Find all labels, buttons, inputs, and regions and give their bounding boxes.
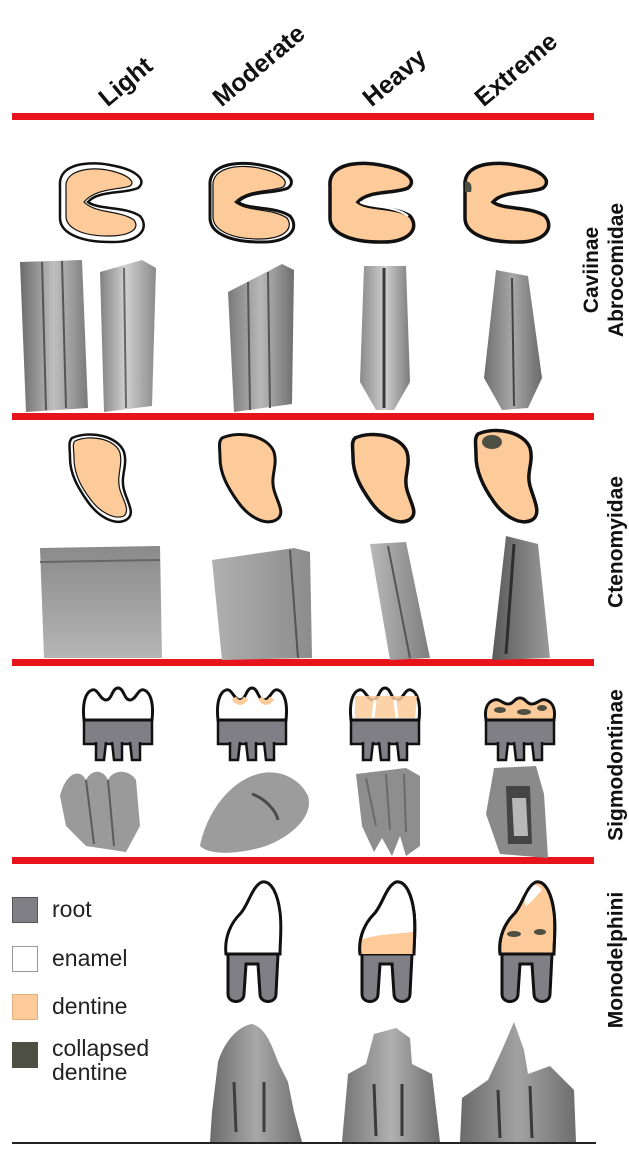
ctenomyidae-tooth-extreme bbox=[468, 426, 548, 526]
row-label-ctenomyidae: Ctenomyidae bbox=[604, 476, 629, 608]
separator-caviinae-ctenomyidae bbox=[12, 413, 594, 420]
monodelphini-tooth-moderate bbox=[218, 878, 290, 1008]
sigmodontinae-tooth-light bbox=[78, 684, 158, 764]
monodelphini-photo-extreme bbox=[458, 1020, 578, 1142]
monodelphini-photo-moderate bbox=[208, 1022, 304, 1142]
sigmodontinae-photo-light bbox=[56, 766, 156, 852]
separator-ctenomyidae-sigmodontinae bbox=[12, 659, 594, 666]
bottom-rule bbox=[12, 1142, 596, 1144]
caviinae-photo-heavy bbox=[350, 262, 420, 414]
sigmodontinae-tooth-moderate bbox=[212, 684, 292, 764]
legend-label-collapsed-dentine: collapsed dentine bbox=[52, 1036, 149, 1084]
column-header-heavy: Heavy bbox=[357, 43, 432, 113]
legend-label-enamel: enamel bbox=[52, 946, 127, 970]
legend-collapsed-dentine: collapsed dentine bbox=[12, 1036, 149, 1084]
sigmodontinae-tooth-extreme bbox=[480, 684, 560, 764]
sigmodontinae-tooth-heavy bbox=[345, 684, 425, 764]
caviinae-photo-light-b bbox=[92, 258, 160, 414]
ctenomyidae-tooth-moderate bbox=[212, 430, 292, 526]
ctenomyidae-photo-heavy bbox=[350, 540, 442, 660]
caviinae-photo-moderate bbox=[222, 262, 300, 414]
ctenomyidae-photo-extreme bbox=[480, 534, 560, 660]
legend-label-root: root bbox=[52, 897, 92, 921]
legend-label-collapsed: collapsed bbox=[52, 1036, 149, 1060]
ctenomyidae-tooth-heavy bbox=[345, 430, 425, 526]
legend-swatch-enamel bbox=[12, 946, 38, 972]
column-header-moderate: Moderate bbox=[207, 19, 311, 113]
ctenomyidae-photo-moderate bbox=[206, 546, 316, 660]
ctenomyidae-photo-light bbox=[36, 542, 166, 660]
sigmodontinae-photo-moderate bbox=[196, 766, 316, 856]
legend-swatch-collapsed-dentine bbox=[12, 1042, 38, 1068]
caviinae-tooth-light bbox=[50, 158, 160, 248]
row-label-sigmodontinae: Sigmodontinae bbox=[604, 689, 629, 841]
sigmodontinae-photo-heavy bbox=[346, 766, 436, 858]
ctenomyidae-tooth-light bbox=[62, 430, 142, 526]
monodelphini-tooth-heavy bbox=[352, 876, 424, 1008]
legend-root: root bbox=[12, 897, 92, 923]
legend-swatch-root bbox=[12, 897, 38, 923]
row-label-monodelphini: Monodelphini bbox=[604, 892, 629, 1028]
caviinae-tooth-moderate bbox=[200, 158, 310, 248]
legend-label-collapsed-dentine-2: dentine bbox=[52, 1060, 149, 1084]
caviinae-tooth-extreme bbox=[455, 158, 565, 248]
monodelphini-tooth-extreme bbox=[492, 876, 564, 1008]
monodelphini-photo-heavy bbox=[336, 1024, 446, 1142]
caviinae-tooth-heavy bbox=[320, 158, 430, 248]
legend-swatch-dentine bbox=[12, 994, 38, 1020]
legend-dentine: dentine bbox=[12, 994, 127, 1020]
separator-top bbox=[12, 113, 594, 120]
row-label-caviinae: Caviinae bbox=[579, 203, 604, 337]
caviinae-photo-light-a bbox=[12, 258, 90, 414]
legend-enamel: enamel bbox=[12, 946, 127, 972]
column-header-light: Light bbox=[93, 52, 158, 113]
row-label-abrocomidae: Abrocomidae bbox=[604, 203, 629, 337]
column-header-extreme: Extreme bbox=[469, 27, 563, 113]
row-label-caviinae-abrocomidae: Caviinae Abrocomidae bbox=[579, 203, 629, 337]
legend-label-dentine: dentine bbox=[52, 994, 127, 1018]
caviinae-photo-extreme bbox=[478, 268, 548, 414]
sigmodontinae-photo-extreme bbox=[480, 764, 562, 860]
